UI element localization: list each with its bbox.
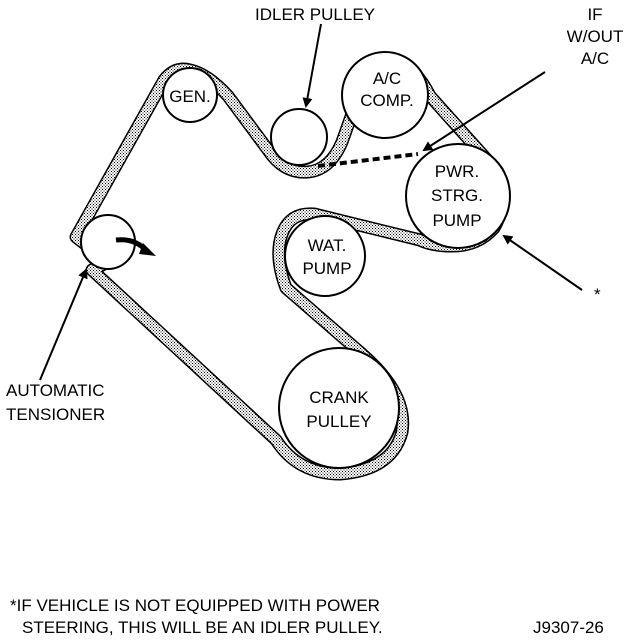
- idler-pulley-leader: [302, 23, 322, 108]
- automatic-tensioner-line-1: AUTOMATIC: [6, 381, 105, 400]
- asterisk-callout: *: [594, 285, 601, 304]
- asterisk-leader: [502, 234, 583, 291]
- crank-pulley-label-line-1: CRANK: [309, 388, 369, 407]
- ac-compressor-pulley: A/C COMP.: [341, 51, 429, 139]
- water-pump-label-line-1: WAT.: [308, 236, 347, 255]
- power-steering-label-line-2: STRG.: [431, 186, 483, 205]
- footnote-line-1: *IF VEHICLE IS NOT EQUIPPED WITH POWER: [10, 596, 380, 615]
- ac-compressor-label-line-2: COMP.: [360, 91, 414, 110]
- crank-pulley-label-line-2: PULLEY: [306, 412, 371, 431]
- idler-pulley: [270, 108, 328, 166]
- crank-pulley: CRANK PULLEY: [278, 347, 400, 469]
- generator-pulley: GEN.: [162, 67, 218, 123]
- generator-label: GEN.: [169, 87, 211, 106]
- alternate-belt-route: [317, 152, 419, 168]
- power-steering-label-line-1: PWR.: [435, 162, 479, 181]
- ac-compressor-label-line-1: A/C: [373, 69, 401, 88]
- water-pump-pulley: WAT. PUMP: [284, 215, 366, 297]
- idler-pulley-callout: IDLER PULLEY: [255, 5, 375, 24]
- automatic-tensioner-line-2: TENSIONER: [6, 405, 105, 424]
- if-without-ac-line-3: A/C: [581, 49, 609, 68]
- if-without-ac-line-1: IF: [587, 5, 602, 24]
- if-without-ac-line-2: W/OUT: [567, 27, 624, 46]
- water-pump-label-line-2: PUMP: [302, 259, 351, 278]
- power-steering-pump-pulley: PWR. STRG. PUMP: [405, 143, 511, 249]
- footnote-line-2: STEERING, THIS WILL BE AN IDLER PULLEY.: [22, 618, 383, 637]
- if-without-ac-leader: [422, 71, 546, 152]
- automatic-tensioner-pulley: [80, 214, 156, 270]
- automatic-tensioner-leader: [39, 268, 88, 381]
- power-steering-label-line-3: PUMP: [432, 211, 481, 230]
- figure-code: J9307-26: [533, 618, 604, 637]
